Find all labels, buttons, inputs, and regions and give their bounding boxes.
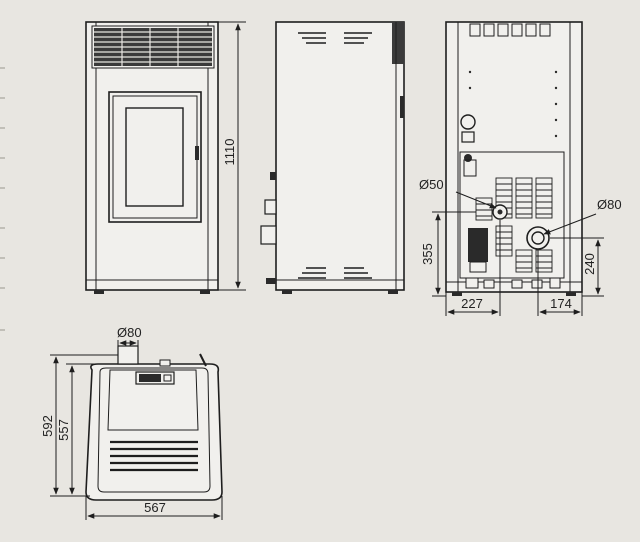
rear-flue-offset-dimension: 240 <box>550 237 604 297</box>
top-depth-body-dimension: 557 <box>56 363 96 497</box>
rear-flue-height-dimension: 355 <box>420 211 476 297</box>
rear-flue-height-label: 355 <box>420 243 435 265</box>
margin-ticks <box>0 67 5 331</box>
top-depth-body-label: 557 <box>56 419 71 441</box>
rear-top-slots <box>469 23 551 37</box>
side-vents-bottom <box>298 267 372 279</box>
top-control-panel <box>135 371 175 385</box>
rear-right-offset-label: 174 <box>550 296 572 311</box>
top-width-label: 567 <box>144 500 166 515</box>
front-height-label: 1110 <box>222 139 237 166</box>
rear-flue-outlet: Ø80 <box>526 197 622 250</box>
rear-left-offset-label: 227 <box>461 296 483 311</box>
rear-screw-marks <box>468 70 558 138</box>
side-view <box>260 21 405 294</box>
front-view: 1110 <box>85 21 246 294</box>
rear-air-inlet-label: Ø50 <box>419 177 444 192</box>
rear-flue-label: Ø80 <box>597 197 622 212</box>
front-door <box>108 91 202 223</box>
rear-air-inlet: Ø50 <box>419 177 508 220</box>
rear-view: Ø50 Ø80 355 240 <box>419 21 622 316</box>
side-rear-connectors <box>260 172 277 284</box>
rear-fan-motor <box>468 228 488 273</box>
front-grille <box>91 25 215 69</box>
rear-right-offset-dimension: 174 <box>537 250 583 316</box>
rear-flue-offset-label: 240 <box>582 253 597 275</box>
top-front-grille <box>110 440 198 472</box>
top-view: Ø80 592 557 567 <box>40 325 223 520</box>
top-flue-dimension: Ø80 <box>117 325 142 362</box>
rear-bottom-connectors <box>465 277 561 289</box>
top-flue-label: Ø80 <box>117 325 142 340</box>
rear-left-offset-dimension: 227 <box>445 220 501 316</box>
front-height-dimension: 1110 <box>218 21 246 291</box>
side-vents-top <box>298 32 372 44</box>
top-width-dimension: 567 <box>85 496 223 520</box>
top-depth-total-label: 592 <box>40 415 55 437</box>
